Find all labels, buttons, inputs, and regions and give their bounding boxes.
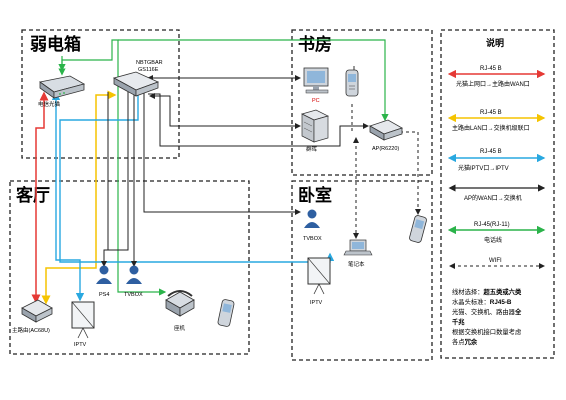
laptop-label: 笔记本 xyxy=(348,260,365,268)
server-label: 群晖 xyxy=(306,145,318,153)
pc-label: PC xyxy=(312,98,320,104)
iptv-line-living xyxy=(51,91,85,302)
switch-to-ap xyxy=(148,93,369,147)
room-title-study: 书房 xyxy=(298,34,332,55)
ps4-label: PS4 xyxy=(99,292,109,298)
room-title-bedroom: 卧室 xyxy=(298,185,332,206)
router-icon xyxy=(21,299,53,323)
lan-line xyxy=(41,90,117,305)
tvbox-label-bedroom: TVBOX xyxy=(303,236,322,242)
svg-text:光猫IPTV口→IPTV: 光猫IPTV口→IPTV xyxy=(458,164,509,172)
svg-text:主路由LAN口→交换机级联口: 主路由LAN口→交换机级联口 xyxy=(452,124,530,132)
legend-notes: 线材选择：超五类或六类 水晶头标准：RJ45-B 光猫、交换机、路由器全 千兆 … xyxy=(452,287,522,346)
room-title-living: 客厅 xyxy=(15,185,50,206)
svg-text:WIFI: WIFI xyxy=(489,258,502,264)
switch-model-label-1: NBTGBAR xyxy=(136,60,163,66)
tvbox-icon-living xyxy=(126,265,142,284)
svg-text:电话线: 电话线 xyxy=(484,236,502,244)
svg-text:光猫上网口→主路由WAN口: 光猫上网口→主路由WAN口 xyxy=(456,80,530,88)
svg-text:线材选择：超五类或六类: 线材选择：超五类或六类 xyxy=(452,287,522,296)
legend-box xyxy=(440,29,555,359)
switch-model-label-2: GS116E xyxy=(138,67,159,73)
switch-to-server xyxy=(149,93,301,129)
svg-text:RJ-45 B: RJ-45 B xyxy=(480,110,502,116)
wifi-ap-mobile-right xyxy=(400,131,421,215)
room-title-weak-box: 弱电箱 xyxy=(30,34,81,55)
laptop-icon xyxy=(343,239,373,256)
tv-icon-bedroom xyxy=(307,257,331,295)
ap-label: AP(R6220) xyxy=(372,146,399,152)
ap-icon xyxy=(369,119,403,141)
mobile-phone-icon-study xyxy=(345,66,359,97)
svg-text:水晶头标准：RJ45-B: 水晶头标准：RJ45-B xyxy=(452,297,512,306)
iptv-label-bedroom: IPTV xyxy=(310,300,323,306)
landline-label: 座机 xyxy=(174,324,186,332)
legend-item-wifi: WIFI xyxy=(449,258,545,269)
mobile-phone-icon-living xyxy=(217,299,235,327)
modem-label: 电信光猫 xyxy=(38,100,61,108)
svg-text:光猫、交换机、路由器全: 光猫、交换机、路由器全 xyxy=(452,307,522,316)
phone-line-ap xyxy=(118,39,389,122)
svg-text:AP的WAN口→交换机: AP的WAN口→交换机 xyxy=(464,194,522,202)
ps4-icon xyxy=(96,265,112,284)
switch-icon xyxy=(112,71,160,97)
svg-text:根据交换机接口数量考虑: 根据交换机接口数量考虑 xyxy=(452,327,522,336)
svg-text:RJ-45 B: RJ-45 B xyxy=(480,149,502,155)
legend-item-iptv: RJ-45 B 光猫IPTV口→IPTV xyxy=(447,149,546,172)
legend-item-ap-wan: AP的WAN口→交换机 xyxy=(448,184,546,202)
svg-text:RJ-45 B: RJ-45 B xyxy=(480,66,502,72)
server-icon xyxy=(301,109,329,143)
switch-to-ps4 xyxy=(101,92,129,267)
legend-item-phone-line: RJ-45(RJ-11) 电话线 xyxy=(447,222,546,244)
svg-text:各点冗余: 各点冗余 xyxy=(452,337,478,346)
switch-to-tvbox-bedroom xyxy=(143,92,301,215)
landline-phone-icon xyxy=(165,290,195,317)
mobile-phone-icon-bedroom xyxy=(409,215,427,243)
legend-item-lan: RJ-45 B 主路由LAN口→交换机级联口 xyxy=(447,110,546,132)
tv-icon-living xyxy=(71,301,95,339)
tvbox-label-living: TVBOX xyxy=(124,292,143,298)
modem-icon xyxy=(39,75,86,99)
legend-title: 说明 xyxy=(486,37,504,48)
iptv-line-bedroom xyxy=(59,90,335,263)
tvbox-icon-bedroom xyxy=(304,209,320,228)
legend-item-wan: RJ-45 B 光猫上网口→主路由WAN口 xyxy=(447,66,546,88)
iptv-label-living: IPTV xyxy=(74,342,87,348)
svg-text:RJ-45(RJ-11): RJ-45(RJ-11) xyxy=(474,222,510,228)
pc-icon xyxy=(303,67,329,94)
svg-text:千兆: 千兆 xyxy=(452,317,465,326)
router-label: 主路由(AC68U) xyxy=(12,326,50,334)
room-bedroom xyxy=(291,180,433,361)
